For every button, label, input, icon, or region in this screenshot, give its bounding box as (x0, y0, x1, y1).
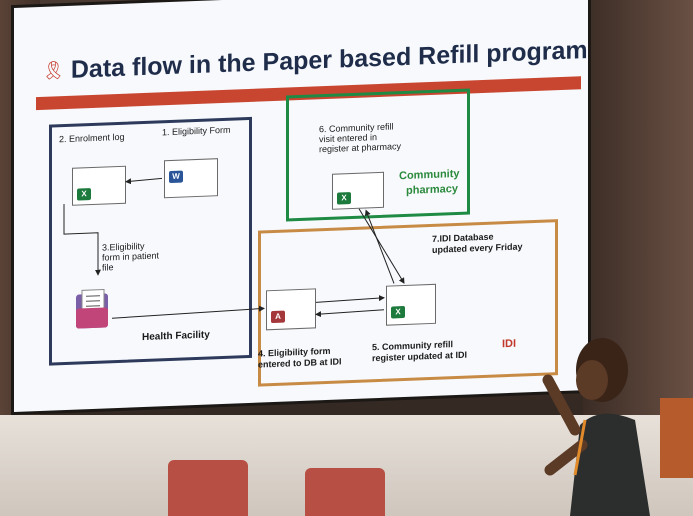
arrow-register-to-db (315, 309, 385, 318)
presenter-person (542, 338, 650, 516)
flow-arrows (63, 177, 405, 319)
arrow-form-to-log (125, 177, 163, 185)
arrow-pharmacy-to-register (358, 208, 405, 284)
chair (305, 468, 385, 516)
arrow-register-to-pharmacy (364, 209, 395, 284)
projection-screen: 🎗 Data flow in the Paper based Refill pr… (14, 0, 588, 412)
chair (168, 460, 248, 516)
arrow-file-to-db (111, 305, 265, 319)
patient-file-folder-icon (76, 289, 108, 329)
podium (660, 398, 693, 478)
arrow-db-to-register (315, 295, 385, 303)
arrow-log-to-file (63, 204, 101, 276)
